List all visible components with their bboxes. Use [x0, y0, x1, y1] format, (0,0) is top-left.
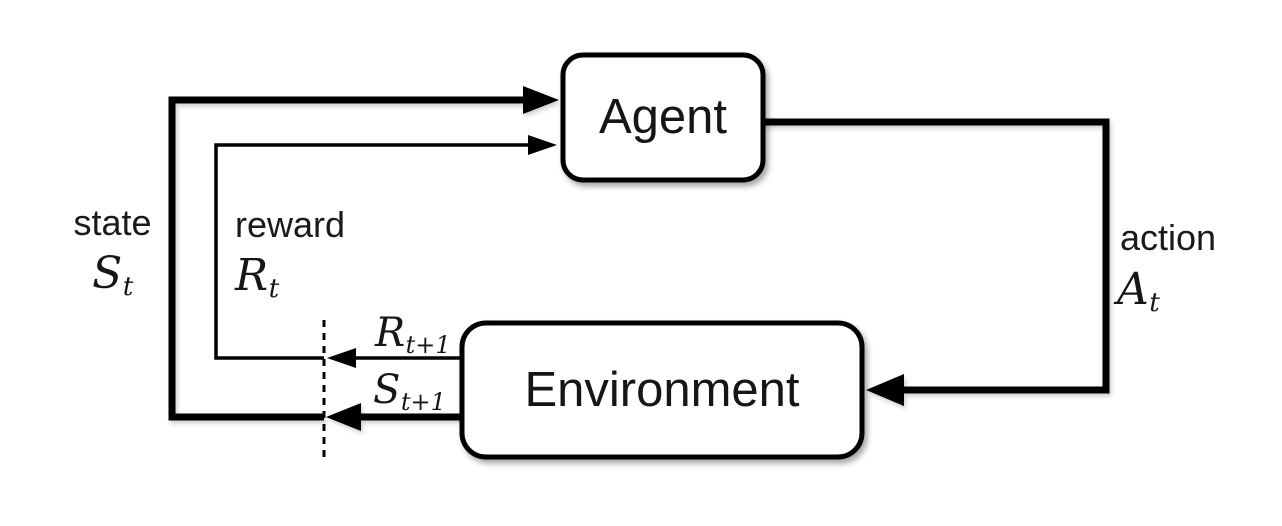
state-edge [168, 86, 559, 431]
action-word-label: action [1120, 217, 1217, 258]
next-state-symbol: St+1 [373, 367, 446, 416]
action-into-environment-arrowhead-icon [866, 374, 904, 406]
state-boundary-arrowhead-icon [326, 403, 361, 431]
reward-edge [214, 135, 557, 368]
reward-boundary-arrowhead-icon [327, 348, 356, 368]
environment-node-label: Environment [524, 362, 800, 417]
state-word-label: state [73, 202, 152, 243]
state-into-agent-arrowhead-icon [523, 86, 559, 114]
environment-node-shape [459, 320, 865, 460]
state-symbol: St [92, 248, 134, 303]
reward-into-agent-arrowhead-icon [528, 135, 557, 155]
reward-word-label: reward [235, 204, 346, 245]
next-reward-symbol: Rt+1 [375, 310, 451, 359]
action-symbol: At [1117, 264, 1160, 319]
agent-node-label: Agent [598, 90, 728, 144]
action-edge [763, 118, 1110, 406]
agent-node-shape [560, 52, 766, 183]
reward-symbol: Rt [235, 250, 280, 305]
